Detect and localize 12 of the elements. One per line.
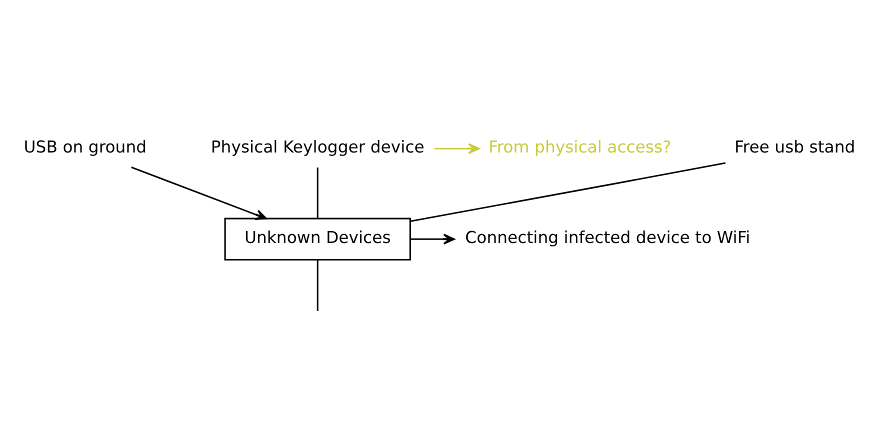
node-text: From physical access?	[488, 137, 672, 156]
node-text: Connecting infected device to WiFi	[465, 228, 750, 247]
arrow	[131, 166, 268, 220]
node-box: Unknown Devices	[224, 217, 411, 260]
arrow	[434, 142, 480, 154]
connector	[410, 162, 726, 222]
connector	[316, 259, 318, 311]
node-text: USB on ground	[24, 137, 147, 156]
connector	[316, 167, 318, 218]
arrow	[410, 233, 455, 244]
node-text: Free usb stand	[734, 137, 856, 156]
node-text: Physical Keylogger device	[210, 137, 424, 156]
